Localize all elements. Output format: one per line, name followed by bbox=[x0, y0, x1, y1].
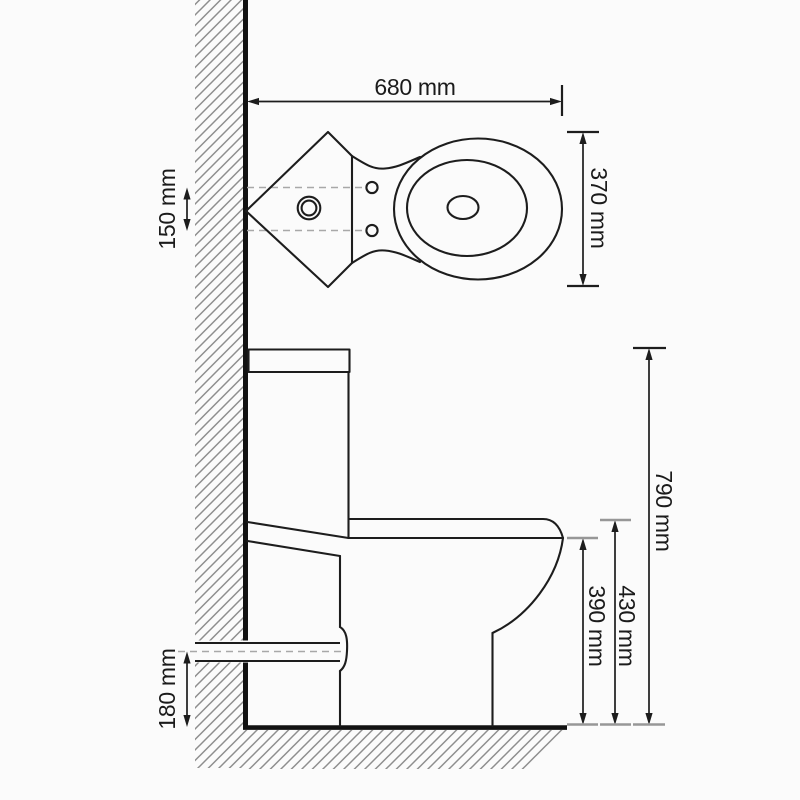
seat-bolt-hole-upper bbox=[365, 180, 379, 195]
dimension-label-370: 370 mm bbox=[586, 167, 612, 248]
dimension-label-180: 180 mm bbox=[154, 648, 180, 729]
dimension-label-150: 150 mm bbox=[154, 168, 180, 249]
seat-top-line bbox=[347, 517, 565, 540]
pipe-wall-clearance bbox=[195, 640, 346, 663]
dimension-label-790: 790 mm bbox=[651, 470, 677, 551]
arrow-down bbox=[183, 219, 191, 231]
arrow-down bbox=[611, 713, 619, 725]
wall-hatch bbox=[195, 0, 243, 768]
dimension-bowl-width: 370 mm bbox=[567, 130, 612, 288]
toilet-top-view bbox=[244, 130, 564, 289]
cistern-lid-side bbox=[247, 348, 351, 374]
dimension-inlet-spacing: 150 mm bbox=[154, 168, 191, 250]
dimension-overall-depth: 680 mm bbox=[247, 74, 564, 116]
neck-top-curve bbox=[350, 154, 422, 170]
arrow-left bbox=[247, 97, 259, 106]
seat-bolt-hole-lower bbox=[365, 223, 379, 238]
arrow-up bbox=[183, 187, 191, 200]
bowl-back-slope-lower bbox=[246, 539, 342, 558]
dimension-seat-height: 430 mm bbox=[600, 518, 640, 725]
trap-bump bbox=[338, 625, 349, 673]
arrow-down bbox=[579, 274, 587, 286]
bowl-inner-ellipse bbox=[405, 158, 529, 258]
flush-button-inner bbox=[300, 199, 318, 217]
bowl-outer-ellipse bbox=[392, 137, 564, 281]
wall-section bbox=[195, 0, 567, 769]
outlet-pipe bbox=[178, 640, 347, 663]
dimension-rim-height: 390 mm bbox=[567, 536, 610, 725]
floor-hatch bbox=[243, 730, 567, 769]
drain-oval bbox=[446, 194, 480, 221]
bowl-front-curve bbox=[491, 536, 565, 635]
dimension-outlet-height: 180 mm bbox=[154, 648, 191, 730]
arrow-down bbox=[183, 715, 191, 727]
arrow-up bbox=[611, 520, 619, 532]
flush-button-outer bbox=[296, 195, 322, 221]
arrow-right bbox=[550, 97, 562, 106]
arrow-down bbox=[579, 713, 587, 725]
dimension-label-680: 680 mm bbox=[374, 74, 455, 100]
corner-cistern-top-view bbox=[244, 130, 354, 289]
neck-bottom-curve bbox=[350, 249, 422, 265]
arrow-up bbox=[183, 651, 191, 664]
arrow-down bbox=[645, 713, 653, 725]
toilet-side-view bbox=[246, 348, 565, 728]
bowl-back-slope-upper bbox=[246, 520, 350, 540]
arrow-up bbox=[645, 348, 653, 360]
arrow-up bbox=[579, 132, 587, 144]
dimension-overall-height: 790 mm bbox=[633, 346, 677, 725]
dimension-label-430: 430 mm bbox=[614, 585, 640, 666]
arrow-up bbox=[579, 538, 587, 550]
dimension-label-390: 390 mm bbox=[584, 585, 610, 666]
